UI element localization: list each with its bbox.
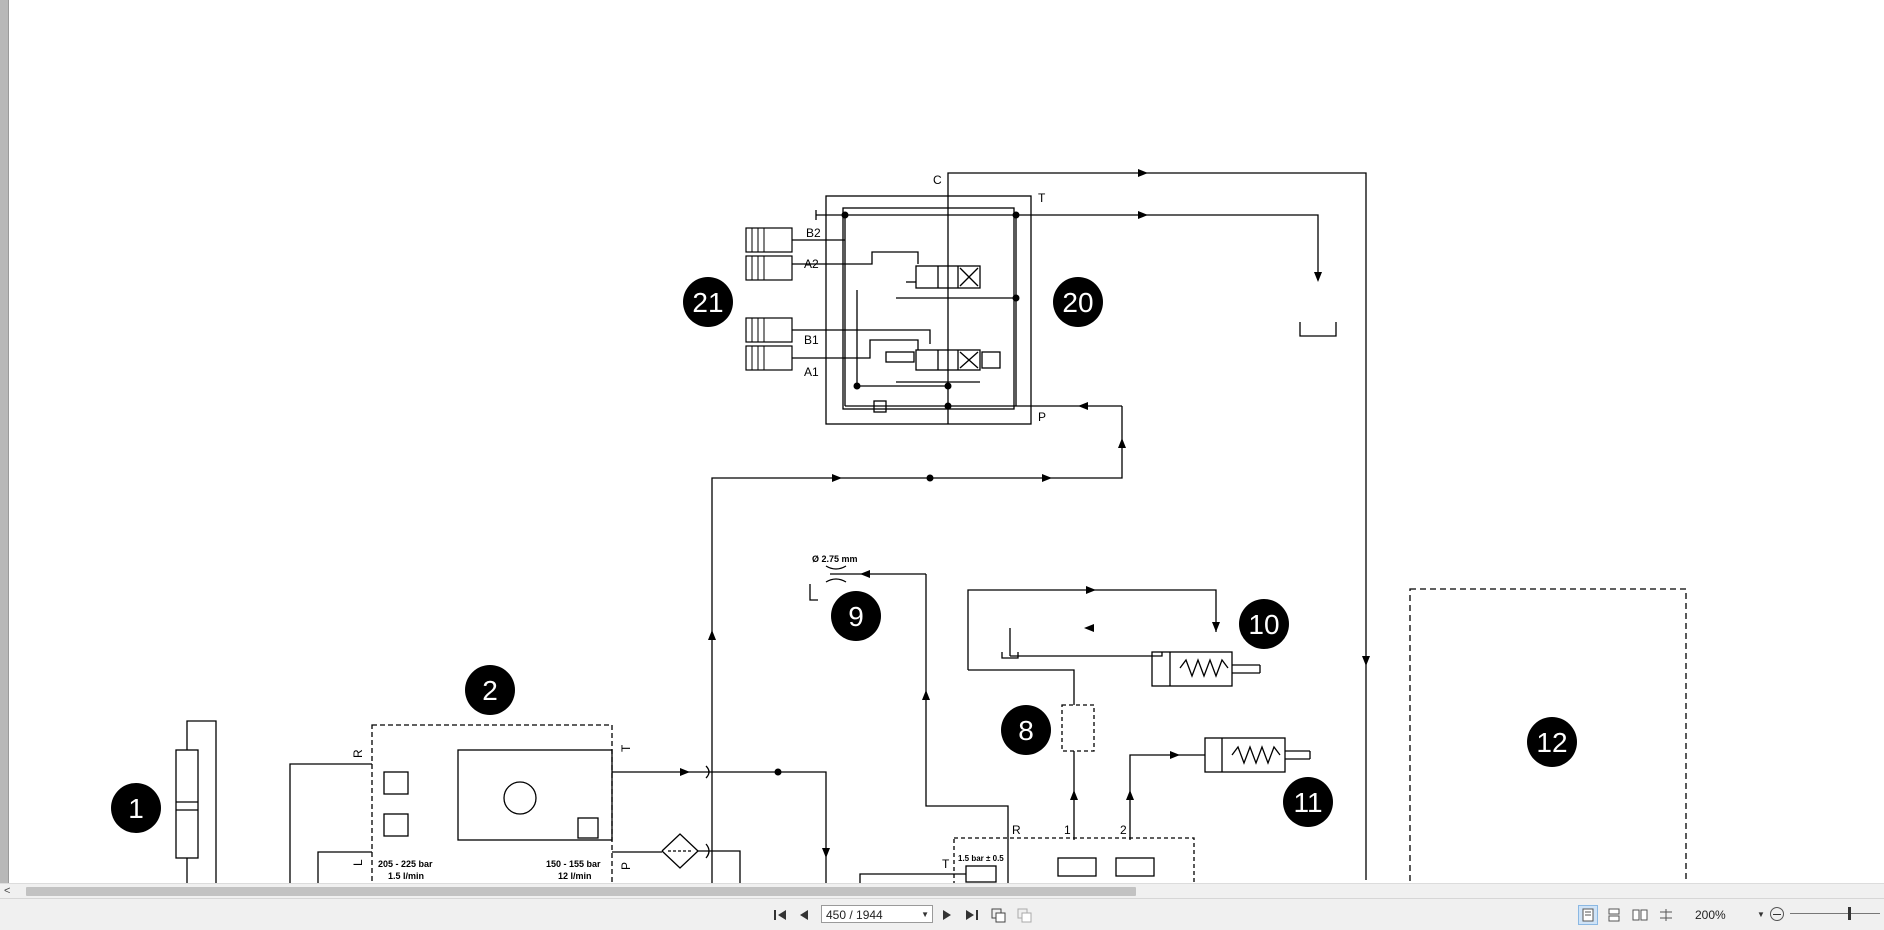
horizontal-scrollbar[interactable]: < — [0, 883, 1884, 899]
page-paste-button[interactable] — [1014, 905, 1034, 925]
callout-11 — [1283, 777, 1333, 827]
document-page[interactable]: 1 2 8 9 10 11 12 20 21 C T P B2 A2 B1 A1… — [9, 0, 1884, 883]
zoom-slider-thumb[interactable] — [1847, 907, 1851, 920]
cylinder-11 — [1204, 737, 1286, 773]
first-page-button[interactable] — [770, 905, 790, 925]
port-label-c: C — [933, 173, 942, 187]
orifice-annotation: Ø 2.75 mm — [812, 554, 858, 564]
scroll-left-icon[interactable]: < — [4, 885, 11, 897]
continuous-view-button[interactable] — [1604, 905, 1624, 925]
callout-20-label: 20 — [1062, 287, 1093, 318]
first-page-icon — [774, 910, 786, 920]
callout-9-label: 9 — [848, 601, 864, 632]
coupler-b1 — [745, 317, 793, 343]
callout-1 — [111, 783, 161, 833]
next-page-icon — [943, 910, 951, 920]
port-label-t: T — [1038, 191, 1046, 205]
continuous-view-icon — [1608, 908, 1620, 922]
callout-10 — [1239, 599, 1289, 649]
relief-left-pressure: 205 - 225 bar — [378, 859, 433, 869]
callout-21 — [683, 277, 733, 327]
callout-8-label: 8 — [1018, 715, 1034, 746]
port-label-a1: A1 — [804, 365, 819, 379]
valve-block-20-outline — [825, 195, 1032, 425]
page-copy-button[interactable] — [988, 905, 1008, 925]
page-number-text: 450 / 1944 — [826, 908, 883, 922]
viewer-left-edge — [0, 0, 9, 883]
scrollbar-thumb[interactable] — [26, 887, 1136, 896]
line-9 — [925, 574, 1009, 883]
relief-right-flow: 12 l/min — [558, 871, 592, 881]
continuous-facing-view-button[interactable] — [1656, 905, 1676, 925]
single-page-icon — [1582, 908, 1594, 922]
callout-21-label: 21 — [692, 287, 723, 318]
next-page-button[interactable] — [937, 905, 957, 925]
pump-label-r: R — [351, 749, 365, 758]
relief-right-pressure: 150 - 155 bar — [546, 859, 601, 869]
coupler-b2 — [745, 227, 793, 253]
pump-label-l: L — [351, 859, 365, 866]
previous-page-button[interactable] — [794, 905, 814, 925]
last-page-icon — [966, 910, 978, 920]
page-paste-icon — [1017, 908, 1032, 923]
coupler-a2 — [745, 255, 793, 281]
page-copy-icon — [991, 908, 1006, 923]
component-8-box — [1061, 704, 1095, 752]
port-label-p: P — [1038, 410, 1046, 424]
port-label-a2: A2 — [804, 257, 819, 271]
single-page-view-button[interactable] — [1578, 905, 1598, 925]
component-1-body — [175, 749, 199, 859]
port-label-r-lower: R — [1012, 823, 1021, 837]
minus-icon — [1773, 913, 1781, 915]
callout-group: 1 2 8 9 10 11 12 20 21 — [111, 277, 1577, 833]
valve-pressure-annotation: 1.5 bar ± 0.5 — [958, 854, 1004, 863]
last-page-button[interactable] — [962, 905, 982, 925]
callout-9 — [831, 591, 881, 641]
zoom-level[interactable]: 200% — [1695, 908, 1726, 922]
continuous-facing-icon — [1660, 909, 1672, 921]
callout-8 — [1001, 705, 1051, 755]
callout-12 — [1527, 717, 1577, 767]
status-bar: 450 / 1944 ▼ 200% ▼ — [0, 898, 1884, 930]
pump-label-t: T — [619, 744, 633, 752]
zoom-slider[interactable] — [1790, 913, 1880, 914]
hydraulic-schematic: 1 2 8 9 10 11 12 20 21 C T P B2 A2 B1 A1… — [111, 169, 1687, 883]
cylinder-10 — [1151, 651, 1233, 687]
page-dropdown-icon[interactable]: ▼ — [921, 910, 929, 919]
port-label-b2: B2 — [806, 226, 821, 240]
component-12-box — [1409, 588, 1687, 883]
callout-2 — [465, 665, 515, 715]
page-number-field[interactable]: 450 / 1944 ▼ — [821, 905, 933, 923]
directional-valve-lower — [915, 349, 981, 371]
callout-2-label: 2 — [482, 675, 498, 706]
port-label-b1: B1 — [804, 333, 819, 347]
callout-1-label: 1 — [128, 793, 144, 824]
coupler-a1 — [745, 345, 793, 371]
valve-block-20-inner — [842, 207, 1015, 410]
facing-view-button[interactable] — [1630, 905, 1650, 925]
line-c-return — [947, 172, 1367, 880]
port-label-2: 2 — [1120, 823, 1127, 837]
callout-11-label: 11 — [1293, 787, 1322, 818]
relief-left-flow: 1.5 l/min — [388, 871, 424, 881]
lower-valve-box — [953, 837, 1195, 883]
directional-valve-upper — [915, 265, 981, 289]
zoom-dropdown-icon[interactable]: ▼ — [1757, 910, 1765, 919]
callout-10-label: 10 — [1248, 609, 1279, 640]
callout-12-label: 12 — [1536, 727, 1567, 758]
port-label-t-lower: T — [942, 857, 950, 871]
port-label-1: 1 — [1064, 823, 1071, 837]
zoom-out-button[interactable] — [1770, 907, 1784, 921]
tank-symbol-top — [1299, 322, 1337, 337]
facing-view-icon — [1632, 909, 1648, 921]
line-t-tank — [816, 214, 1319, 280]
pump-label-p: P — [619, 862, 633, 870]
previous-page-icon — [800, 910, 808, 920]
line-p-supply — [711, 406, 1123, 883]
callout-20 — [1053, 277, 1103, 327]
